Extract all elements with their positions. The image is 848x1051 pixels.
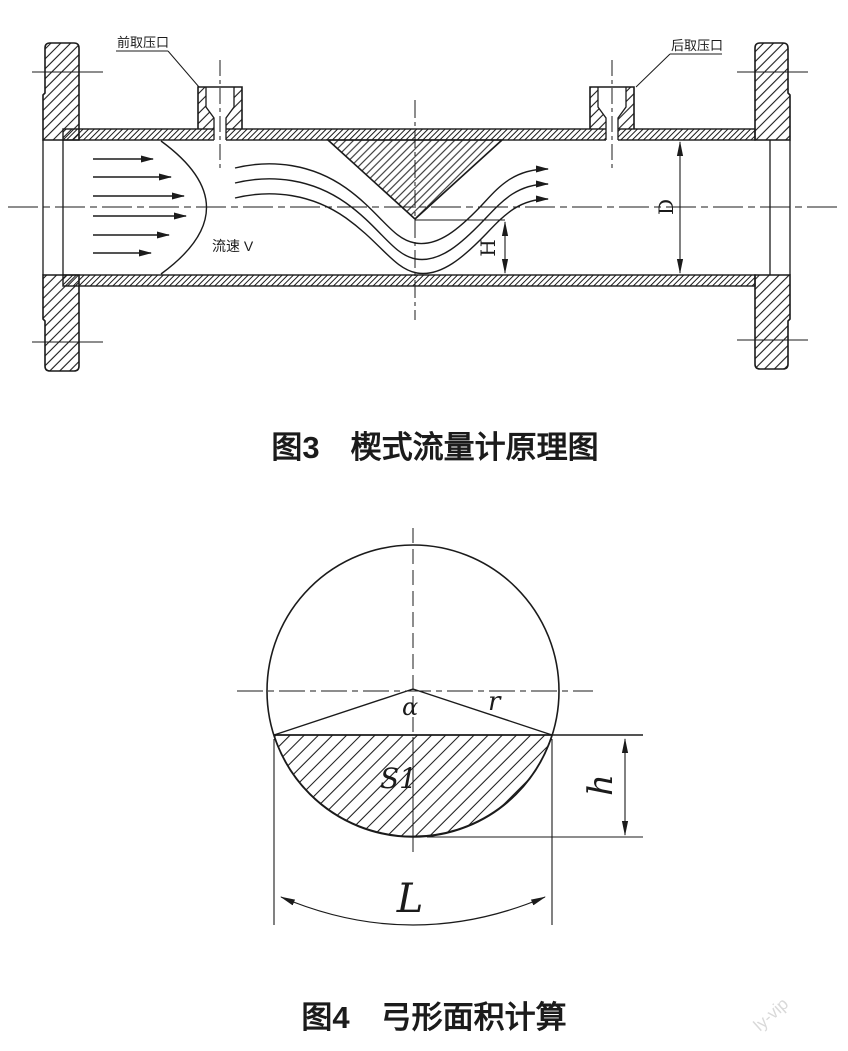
velocity-profile — [93, 140, 208, 275]
dim-D-label: D — [654, 199, 678, 215]
velocity-label: 流速 V — [212, 238, 254, 254]
rear-pressure-tap — [589, 60, 635, 168]
front-tap-label: 前取压口 — [117, 35, 169, 50]
alpha-label: α — [402, 693, 418, 721]
front-pressure-tap — [197, 60, 243, 168]
dimension-L: L — [273, 739, 553, 926]
figure4-segment-diagram: h L α r S1 图4 弓形面积计算 — [237, 528, 643, 1035]
r-label: r — [488, 687, 502, 717]
chord-L-label: L — [396, 876, 424, 922]
velocity-envelope — [160, 140, 208, 275]
dim-H-label: H — [476, 239, 500, 256]
radii — [273, 688, 553, 736]
flange-bottom-left — [42, 274, 80, 372]
flange-bolt-centerlines — [32, 71, 808, 343]
figure3-caption: 图3 楔式流量计原理图 — [271, 430, 598, 465]
watermark-text: ly-vip — [750, 994, 792, 1035]
segment-area-label: S1 — [380, 762, 417, 795]
segment-S1 — [273, 734, 553, 837]
dimension-H: H — [415, 219, 509, 274]
streamlines — [234, 163, 549, 275]
flange-top-left — [42, 42, 80, 141]
figure4-caption: 图4 弓形面积计算 — [301, 1000, 566, 1035]
flanges — [42, 42, 791, 372]
wedge — [325, 100, 505, 320]
flange-bottom-right — [754, 274, 791, 370]
dim-h-label: h — [581, 774, 621, 796]
front-tap-leader — [167, 50, 200, 88]
rear-tap-label: 后取压口 — [671, 38, 723, 53]
flange-top-right — [754, 42, 791, 141]
figure3-wedge-flowmeter: 前取压口 后取压口 流速 V — [8, 35, 840, 465]
dimension-D: D — [654, 141, 684, 274]
rear-tap-leader — [635, 53, 671, 88]
dimension-h: h — [427, 738, 643, 838]
